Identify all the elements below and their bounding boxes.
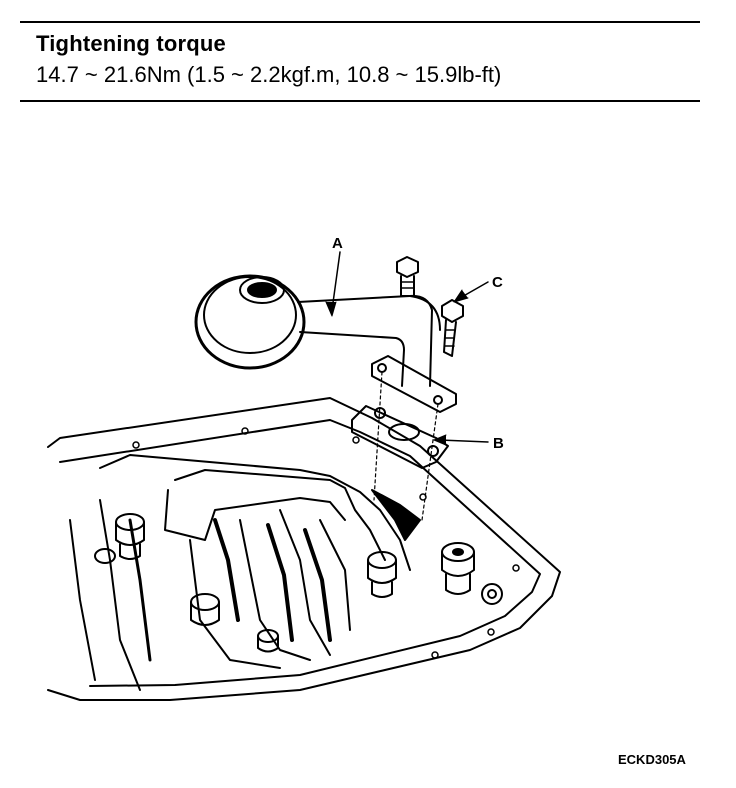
pan-bolt <box>115 513 145 560</box>
torque-spec-title: Tightening torque <box>36 31 226 56</box>
callout-b: B <box>433 434 504 452</box>
oil-pan <box>47 397 561 701</box>
pan-bolt <box>441 542 475 595</box>
pan-bolt <box>190 593 220 626</box>
pan-bolt <box>257 629 279 653</box>
alignment-lines <box>373 371 439 521</box>
flange-bolt-right <box>441 299 464 357</box>
bottom-divider <box>20 100 700 102</box>
figure-code: ECKD305A <box>618 752 686 767</box>
callout-c: C <box>453 274 503 303</box>
oil-screen <box>194 274 457 413</box>
callout-c-label: C <box>492 274 503 291</box>
callout-a: A <box>325 235 343 317</box>
flange-bolt-holes <box>132 427 520 659</box>
pan-drain-plug <box>481 583 503 605</box>
pan-bolt <box>367 551 397 598</box>
flange-bolt-left <box>396 256 419 297</box>
pan-plug <box>94 548 116 564</box>
torque-spec-value: 14.7 ~ 21.6Nm (1.5 ~ 2.2kgf.m, 10.8 ~ 15… <box>36 62 502 87</box>
callout-a-label: A <box>332 235 343 252</box>
top-divider <box>20 21 700 23</box>
pan-bolts <box>94 513 503 653</box>
callout-b-label: B <box>493 435 504 452</box>
